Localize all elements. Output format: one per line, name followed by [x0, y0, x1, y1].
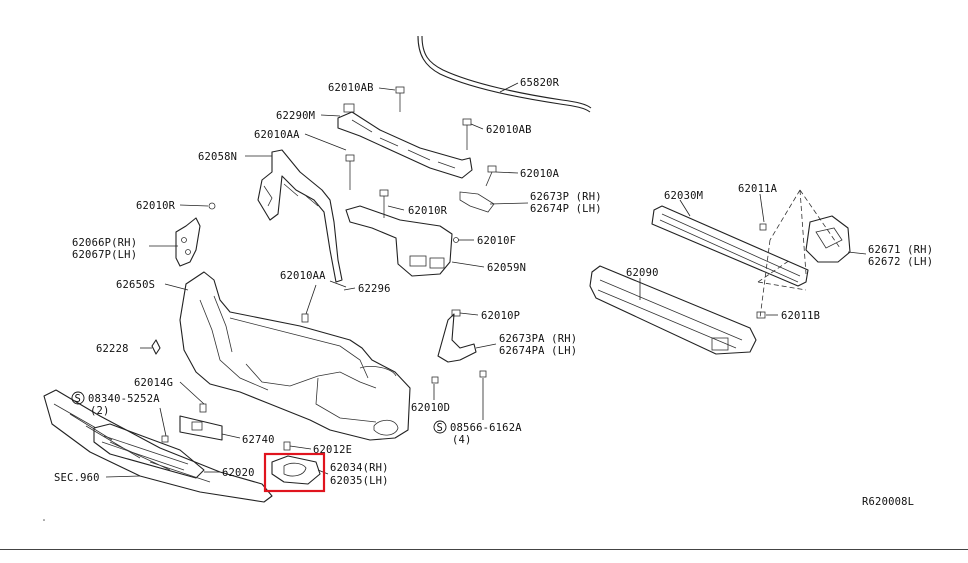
label-62290M: 62290M [276, 110, 315, 122]
label-62010AB-right: 62010AB [486, 124, 532, 136]
leader-lines [105, 82, 867, 478]
label-62674PA: 62674PA (LH) [499, 345, 577, 357]
energy-absorber-part [589, 265, 757, 355]
label-62014G: 62014G [134, 377, 173, 389]
grille-mesh-part [179, 415, 223, 441]
label-62058N: 62058N [198, 151, 237, 163]
label-62228: 62228 [96, 343, 129, 355]
label-sec-960: SEC.960 [54, 472, 100, 484]
beam-end-bracket-part [805, 215, 851, 263]
lower-grille-part [93, 423, 205, 479]
label-62010AA-lower: 62010AA [280, 270, 326, 282]
label-62650S: 62650S [116, 279, 155, 291]
label-62034: 62034(RH) [330, 462, 389, 474]
label-62671: 62671 (RH) [868, 244, 933, 256]
label-62090: 62090 [626, 267, 659, 279]
clip-part [151, 339, 161, 355]
label-62674P: 62674P (LH) [530, 203, 602, 215]
label-62035: 62035(LH) [330, 475, 389, 487]
label-62010AB-top: 62010AB [328, 82, 374, 94]
label-62011B: 62011B [781, 310, 820, 322]
fog-lamp-cover-part [271, 455, 321, 485]
reference-code: R620008L [862, 496, 914, 508]
service-symbol-left: S [75, 393, 82, 405]
label-62020: 62020 [222, 467, 255, 479]
label-08340-qty: (2) [90, 405, 110, 417]
lower-side-bracket-part [437, 313, 477, 363]
bottom-rule [0, 549, 968, 550]
service-symbol-right: S [437, 422, 444, 434]
label-62030M: 62030M [664, 190, 703, 202]
label-62010AA-top: 62010AA [254, 129, 300, 141]
label-62059N: 62059N [487, 262, 526, 274]
label-62010P: 62010P [481, 310, 520, 322]
label-62296: 62296 [358, 283, 391, 295]
label-62010R-center: 62010R [408, 205, 448, 217]
label-65820R: 65820R [520, 77, 560, 89]
upper-retainer-part [337, 111, 473, 179]
bumper-fascia-part [179, 271, 411, 441]
service-symbol-circle-left [71, 391, 85, 405]
label-62066P: 62066P(RH) [72, 237, 137, 249]
fasteners [161, 86, 767, 451]
label-62673P: 62673P (RH) [530, 191, 602, 203]
left-bracket-part [257, 149, 343, 283]
label-62010A: 62010A [520, 168, 560, 180]
label-08566-6162A: 08566-6162A [450, 422, 522, 434]
label-62010D: 62010D [411, 402, 450, 414]
label-08566-qty: (4) [452, 434, 472, 446]
highlight-box [263, 452, 326, 493]
label-62672: 62672 (LH) [868, 256, 933, 268]
label-08340-5252A: 08340-5252A [88, 393, 160, 405]
side-bracket-part [175, 217, 201, 267]
label-62010R-left: 62010R [136, 200, 176, 212]
service-symbol-circle-right [433, 420, 447, 434]
label-62011A: 62011A [738, 183, 778, 195]
label-62010F: 62010F [477, 235, 516, 247]
center-bracket-part [345, 205, 453, 277]
label-62740: 62740 [242, 434, 275, 446]
lower-spoiler-part [43, 389, 273, 503]
label-62067P: 62067P(LH) [72, 249, 137, 261]
label-62673PA: 62673PA (RH) [499, 333, 577, 345]
seal-strip-part [417, 35, 591, 113]
reinforcement-beam-part [651, 205, 809, 287]
